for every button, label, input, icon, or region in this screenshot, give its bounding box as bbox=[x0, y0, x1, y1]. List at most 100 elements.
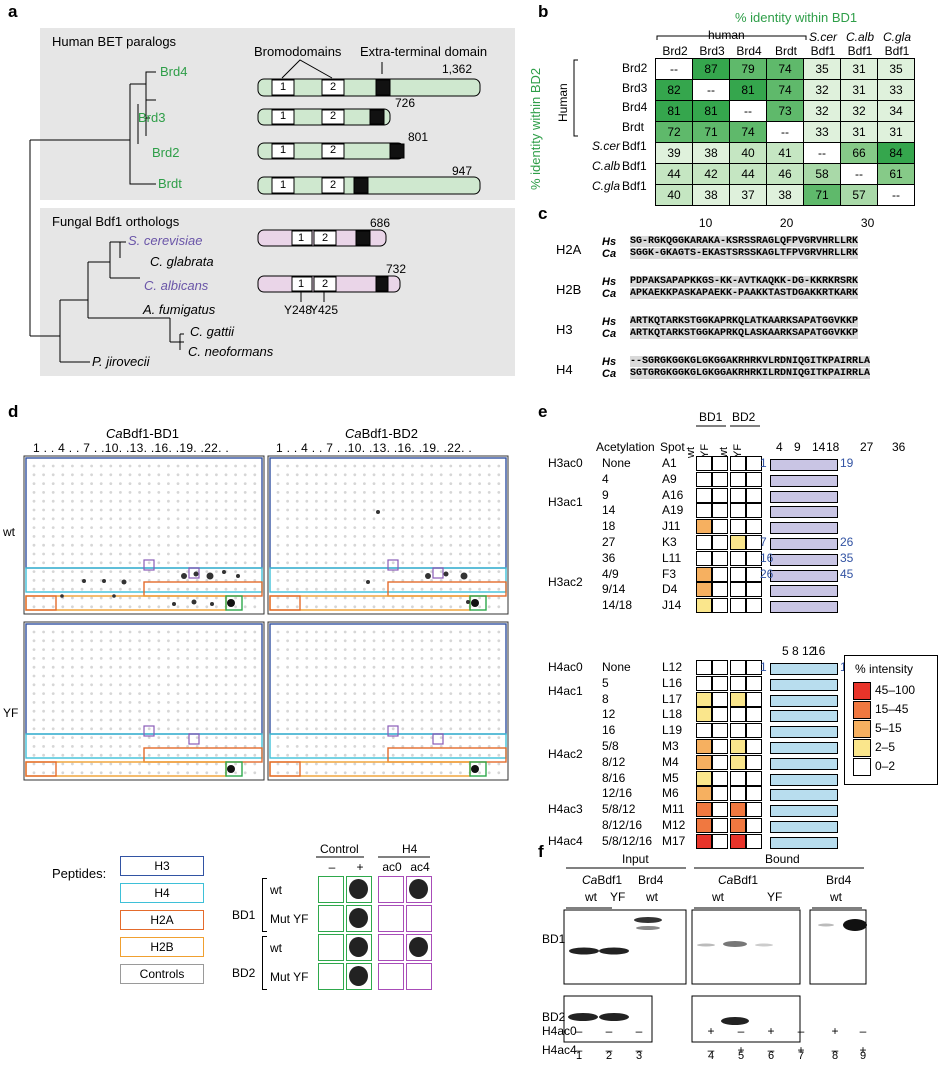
array-spot bbox=[80, 762, 84, 766]
array-spot bbox=[119, 561, 122, 565]
array-spot bbox=[61, 762, 65, 766]
array-spot bbox=[234, 473, 238, 477]
array-spot bbox=[224, 491, 228, 494]
array-spot bbox=[391, 648, 395, 651]
array-spot bbox=[138, 605, 142, 609]
array-spot bbox=[420, 683, 424, 687]
input-protein-1-name: Bdf1 bbox=[597, 873, 623, 887]
array-spot bbox=[401, 473, 405, 477]
array-spot bbox=[478, 605, 481, 609]
array-spot bbox=[167, 665, 170, 669]
row-species-5: C.alb bbox=[591, 159, 620, 173]
array-spot bbox=[276, 745, 280, 748]
array-spot bbox=[478, 701, 481, 704]
array-spot bbox=[80, 526, 84, 529]
array-spot bbox=[147, 753, 151, 757]
array-spot bbox=[468, 464, 472, 468]
array-spot bbox=[497, 674, 501, 678]
array-spot bbox=[138, 517, 142, 521]
array-spot bbox=[186, 648, 190, 651]
array-spot bbox=[157, 517, 161, 521]
array-spot bbox=[128, 543, 132, 547]
array-spot bbox=[128, 657, 132, 660]
extra-terminal-label: Extra-terminal domain bbox=[360, 44, 488, 59]
array-spot bbox=[119, 491, 122, 494]
array-spot bbox=[459, 579, 462, 582]
array-spot bbox=[478, 561, 481, 565]
array-spot bbox=[176, 630, 180, 634]
array-spot bbox=[449, 482, 453, 485]
array-spot bbox=[119, 464, 122, 468]
array-spot bbox=[119, 543, 122, 547]
array-spot bbox=[305, 596, 309, 600]
array-spot bbox=[157, 665, 161, 669]
array-spot bbox=[391, 683, 395, 687]
array-spot bbox=[286, 718, 289, 722]
array-spot bbox=[372, 587, 376, 591]
array-spot bbox=[487, 482, 491, 485]
array-spot bbox=[343, 552, 347, 556]
array-spot bbox=[363, 552, 366, 556]
array-spot bbox=[186, 543, 190, 547]
array-spot bbox=[243, 648, 247, 651]
array-spot bbox=[128, 587, 132, 591]
array-spot bbox=[324, 491, 328, 494]
array-spot bbox=[253, 762, 257, 766]
array-spot bbox=[391, 701, 395, 704]
array-spot bbox=[243, 526, 247, 529]
array-spot bbox=[253, 543, 257, 547]
array-spot bbox=[430, 587, 433, 591]
array-spot bbox=[468, 482, 472, 485]
array-spot bbox=[80, 648, 84, 651]
array-spot bbox=[71, 579, 74, 582]
array-spot bbox=[234, 605, 238, 609]
array-spot bbox=[224, 727, 228, 731]
array-spot bbox=[42, 683, 45, 687]
array-spot bbox=[382, 709, 385, 713]
array-spot bbox=[459, 570, 462, 573]
array-spot bbox=[391, 657, 395, 660]
array-spot bbox=[128, 701, 132, 704]
array-spot bbox=[363, 630, 366, 634]
array-spot bbox=[343, 596, 347, 600]
array-spot bbox=[51, 692, 55, 695]
array-spot bbox=[295, 543, 299, 547]
array-spot bbox=[119, 683, 122, 687]
array-spot bbox=[167, 561, 170, 565]
array-spot bbox=[205, 605, 209, 609]
array-spot bbox=[42, 736, 45, 739]
array-spot bbox=[119, 587, 122, 591]
array-spot bbox=[478, 517, 481, 521]
array-spot bbox=[147, 535, 151, 538]
array-spot bbox=[224, 473, 228, 477]
array-spot bbox=[497, 630, 501, 634]
array-spot bbox=[61, 639, 65, 643]
array-spot bbox=[430, 648, 433, 651]
array-spot bbox=[478, 709, 481, 713]
highlight-box bbox=[188, 567, 200, 579]
array-spot bbox=[215, 535, 218, 538]
col-name-0: Brd2 bbox=[662, 44, 688, 58]
identity-cell: 57 bbox=[840, 184, 878, 206]
array-spot bbox=[411, 665, 414, 669]
array-spot bbox=[109, 683, 113, 687]
array-spot bbox=[138, 718, 142, 722]
array-spot bbox=[401, 491, 405, 494]
array-spot bbox=[468, 508, 472, 512]
array-spot bbox=[90, 517, 93, 521]
array-spot bbox=[343, 709, 347, 713]
array-spot bbox=[119, 499, 122, 503]
array-spot bbox=[205, 587, 209, 591]
array-spot bbox=[420, 639, 424, 643]
array-spot bbox=[186, 701, 190, 704]
array-spot bbox=[459, 543, 462, 547]
array-spot bbox=[449, 570, 453, 573]
identity-cell: 44 bbox=[729, 163, 767, 185]
array-spot bbox=[295, 665, 299, 669]
length-brd3: 726 bbox=[395, 96, 416, 110]
array-spot bbox=[334, 499, 337, 503]
bound-variant-brd4-wt: wt bbox=[830, 890, 842, 904]
array-spot bbox=[51, 579, 55, 582]
array-spot bbox=[478, 552, 481, 556]
